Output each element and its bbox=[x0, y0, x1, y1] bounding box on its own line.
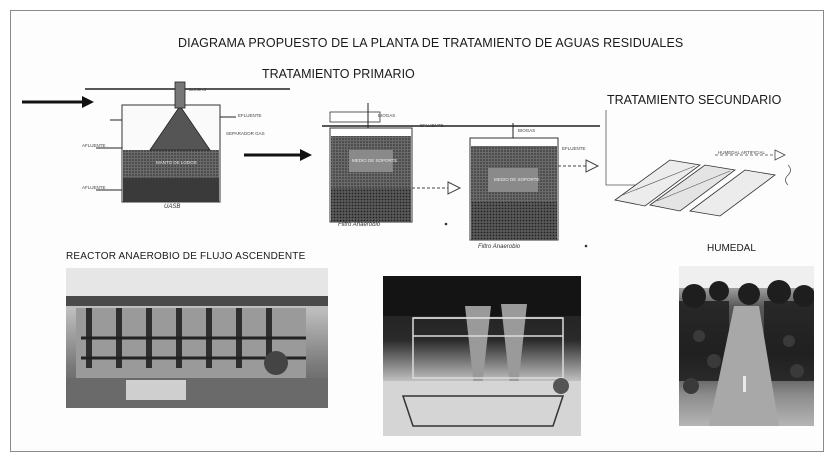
arrow-to-filter-1 bbox=[244, 149, 312, 161]
wetland-effluent-label: HUMEDAL ARTIFICIAL bbox=[718, 150, 766, 155]
uasb-caption: UASB bbox=[164, 204, 181, 210]
filter1-caption: Filtro Anaerobio bbox=[338, 222, 381, 228]
uasb-influent-bottom-label: AFLUENTE bbox=[82, 185, 106, 190]
filter2-effluent-label: EFLUENTE bbox=[562, 146, 586, 151]
anaerobic-filter-1 bbox=[322, 103, 470, 223]
filter2-biogas-label: BIOGAS bbox=[518, 128, 536, 133]
inflow-arrow bbox=[22, 96, 94, 108]
filter2-media-label: MEDIO DE SOPORTE bbox=[494, 177, 540, 182]
uasb-biogas-label: BIOGAS bbox=[189, 87, 207, 92]
secondary-treatment-label: TRATAMIENTO SECUNDARIO bbox=[607, 93, 782, 107]
filter-photo bbox=[383, 276, 581, 436]
filter1-effluent-label: EFLUENTE bbox=[420, 123, 444, 128]
filter1-media-label: MEDIO DE SOPORTE bbox=[352, 158, 398, 163]
wetland-photo-label: HUMEDAL bbox=[707, 243, 756, 254]
diagram-title: DIAGRAMA PROPUESTO DE LA PLANTA DE TRATA… bbox=[178, 36, 684, 50]
filter1-biogas-label: BIOGAS bbox=[378, 113, 396, 118]
wetland-schematic bbox=[605, 110, 791, 217]
reactor-photo-label: REACTOR ANAEROBIO DE FLUJO ASCENDENTE bbox=[66, 251, 306, 262]
uasb-sludge-label: MANTO DE LODOS bbox=[156, 160, 197, 165]
primary-treatment-label: TRATAMIENTO PRIMARIO bbox=[262, 67, 415, 81]
reactor-photo bbox=[66, 268, 328, 408]
uasb-reactor bbox=[85, 81, 290, 203]
uasb-separator-label: SEPARADOR GAS bbox=[226, 131, 265, 136]
filter2-caption: Filtro Anaerobio bbox=[478, 244, 521, 250]
wetland-photo bbox=[679, 266, 814, 426]
anaerobic-filter-2 bbox=[444, 123, 600, 248]
uasb-effluent-label: EFLUENTE bbox=[238, 113, 262, 118]
uasb-influent-label: AFLUENTE bbox=[82, 143, 106, 148]
